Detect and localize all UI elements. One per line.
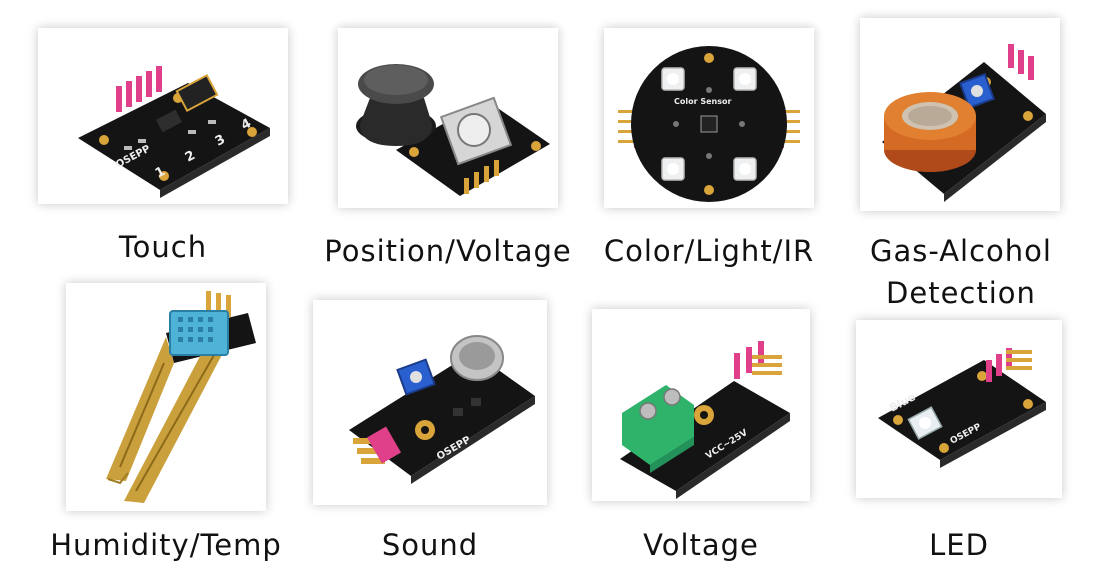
color-sensor-image: Color Sensor bbox=[604, 28, 814, 208]
voltage-label: Voltage bbox=[643, 528, 759, 562]
touch-sensor-image: OSEPP 1 2 3 4 bbox=[38, 28, 288, 204]
led-label: LED bbox=[929, 528, 989, 562]
humidity-temp-label: Humidity/Temp bbox=[50, 528, 282, 562]
color-light-ir-label: Color/Light/IR bbox=[603, 234, 815, 268]
gas-sensor-image bbox=[860, 18, 1060, 211]
voltage-sensor-image: VCC~25V bbox=[592, 309, 810, 501]
sound-sensor-image: OSEPP bbox=[313, 300, 547, 505]
humidity-temp-sensor-image bbox=[66, 283, 266, 511]
sound-label: Sound bbox=[381, 528, 479, 562]
led-module-image: Blue OSEPP bbox=[856, 320, 1062, 498]
position-voltage-label: Position/Voltage bbox=[324, 234, 572, 268]
svg-text:Color Sensor: Color Sensor bbox=[674, 97, 731, 106]
gas-alcohol-detection-label: Gas-Alcohol Detection bbox=[870, 234, 1052, 310]
joystick-module-image bbox=[338, 28, 558, 208]
touch-label: Touch bbox=[118, 230, 208, 264]
